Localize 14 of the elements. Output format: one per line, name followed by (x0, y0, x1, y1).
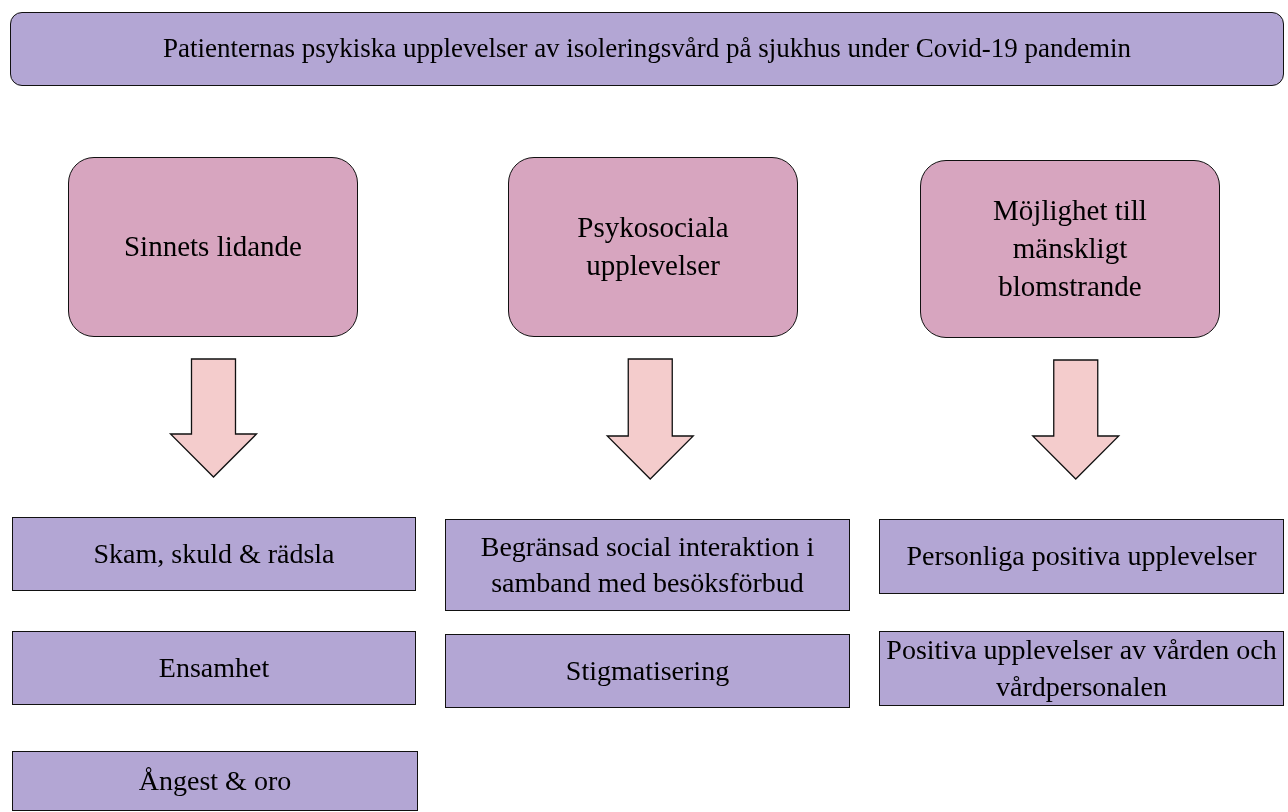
block-arrow (1031, 359, 1121, 480)
category-box: Möjlighet till mänskligt blomstrande (920, 160, 1220, 338)
title-box: Patienternas psykiska upplevelser av isoleringsvård på sjukhus under Covid-19 pandemin (10, 12, 1284, 86)
item-box: Skam, skuld & rädsla (12, 517, 416, 591)
item-box: Stigmatisering (445, 634, 850, 708)
item-box: Personliga positiva upplevelser (879, 519, 1284, 594)
item-box: Begränsad social interaktion i samband med besöksförbud (445, 519, 850, 611)
item-box: Ensamhet (12, 631, 416, 705)
block-arrow (168, 358, 259, 478)
block-arrow (605, 358, 695, 480)
item-box: Ångest & oro (12, 751, 418, 811)
category-box: Psykosociala upplevelser (508, 157, 798, 337)
category-box: Sinnets lidande (68, 157, 358, 337)
item-box: Positiva upplevelser av vården och vårdpersonalen (879, 631, 1284, 706)
